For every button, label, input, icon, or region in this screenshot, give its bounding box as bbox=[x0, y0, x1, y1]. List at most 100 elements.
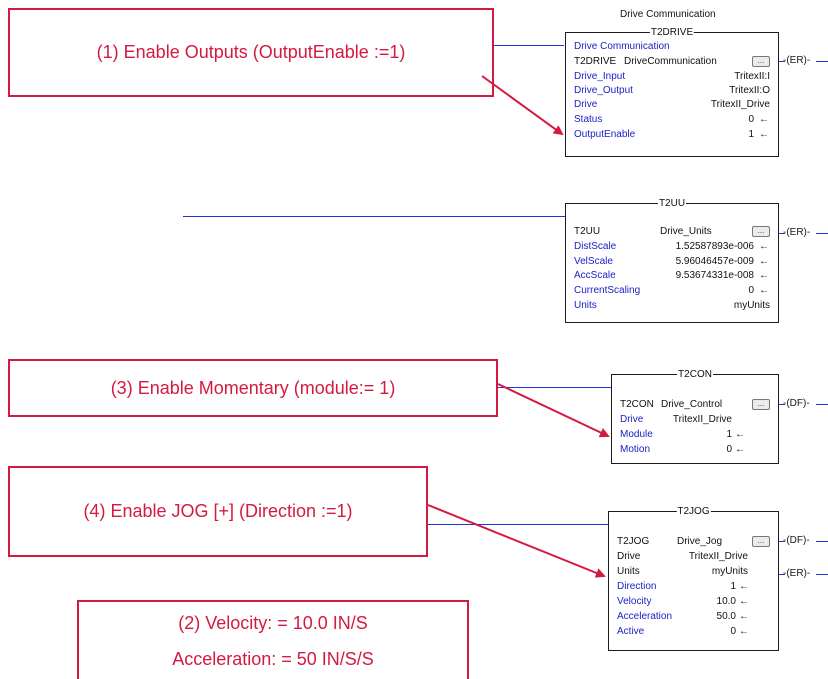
arrow-to-module bbox=[497, 383, 610, 438]
t2drive-param-value: TritexII_Drive bbox=[710, 99, 770, 110]
t2jog-param-value: TritexII_Drive bbox=[688, 551, 748, 562]
t2jog-param-value: 10.0 bbox=[716, 596, 736, 607]
t2uu-coil-wire bbox=[779, 233, 785, 234]
output-arrow-icon: ← bbox=[759, 256, 769, 267]
rung-wire-t2con-out bbox=[816, 404, 828, 405]
output-arrow-icon: ← bbox=[735, 444, 745, 455]
t2jog-param-value: 1 bbox=[730, 581, 736, 592]
t2drive-param-label: Drive bbox=[574, 99, 598, 110]
t2jog-coil-wire-df bbox=[779, 541, 785, 542]
callout-enable-jog-text: (4) Enable JOG [+] (Direction :=1) bbox=[83, 501, 353, 521]
t2con-param-label: Motion bbox=[620, 444, 651, 455]
t2jog-param-label: Drive bbox=[617, 551, 641, 562]
t2drive-block[interactable]: T2DRIVE Drive Communication T2DRIVE Driv… bbox=[565, 26, 779, 157]
t2drive-instr-label: T2DRIVE bbox=[574, 56, 617, 67]
t2jog-er-coil[interactable]: -(ER)- bbox=[783, 568, 811, 579]
t2drive-param-label: Status bbox=[574, 114, 603, 125]
t2con-block-title: T2CON bbox=[677, 368, 713, 381]
t2con-coil-wire bbox=[779, 404, 785, 405]
t2drive-er-coil[interactable]: -(ER)- bbox=[783, 55, 811, 66]
t2jog-param-label: Direction bbox=[617, 581, 657, 592]
t2drive-param-value: 1 bbox=[748, 129, 754, 140]
t2con-param-value: TritexII_Drive bbox=[672, 414, 732, 425]
callout-velocity-text: (2) Velocity: = 10.0 IN/S bbox=[178, 612, 368, 633]
t2uu-param-value: 9.53674331e-008 bbox=[675, 270, 754, 281]
rung-wire-t2jog-out-df bbox=[816, 541, 828, 542]
t2jog-instr-label: T2JOG bbox=[617, 536, 650, 547]
callout-enable-jog: (4) Enable JOG [+] (Direction :=1) bbox=[8, 466, 428, 557]
t2drive-block-title: T2DRIVE bbox=[649, 26, 695, 39]
callout-acceleration-text: Acceleration: = 50 IN/S/S bbox=[172, 648, 374, 669]
output-arrow-icon: ← bbox=[759, 285, 769, 296]
rung-wire-t2uu-in bbox=[183, 216, 565, 217]
arrow-to-direction bbox=[427, 504, 606, 578]
t2con-instr-label: T2CON bbox=[620, 399, 654, 410]
t2jog-param-value: myUnits bbox=[711, 566, 748, 577]
t2jog-param-value: 0 bbox=[730, 626, 736, 637]
output-arrow-icon: ← bbox=[759, 241, 769, 252]
t2drive-coil-wire bbox=[779, 61, 785, 62]
t2jog-df-coil[interactable]: -(DF)- bbox=[783, 535, 810, 546]
arrow-to-outputenable bbox=[481, 75, 564, 136]
t2drive-param-value: TritexII:I bbox=[734, 71, 770, 82]
t2con-df-coil[interactable]: -(DF)- bbox=[783, 398, 810, 409]
t2uu-instr-name: Drive_Units bbox=[660, 226, 712, 237]
output-arrow-icon: ← bbox=[735, 429, 745, 440]
t2jog-instr-name: Drive_Jog bbox=[677, 536, 723, 547]
t2uu-param-label: CurrentScaling bbox=[574, 285, 641, 296]
t2drive-header: Drive Communication bbox=[574, 41, 670, 52]
t2con-ellipsis-button[interactable]: ... bbox=[752, 399, 770, 410]
output-arrow-icon: ← bbox=[739, 626, 749, 637]
rung-wire-t2drive-out bbox=[816, 61, 828, 62]
t2con-instr-name: Drive_Control bbox=[661, 399, 723, 410]
t2con-param-label: Drive bbox=[620, 414, 644, 425]
t2drive-param-label: Drive_Output bbox=[574, 85, 633, 96]
t2jog-param-label: Acceleration bbox=[617, 611, 673, 622]
t2drive-param-label: Drive_Input bbox=[574, 71, 626, 82]
t2con-param-label: Module bbox=[620, 429, 653, 440]
t2jog-coil-wire-er bbox=[779, 574, 785, 575]
t2jog-ellipsis-button[interactable]: ... bbox=[752, 536, 770, 547]
output-arrow-icon: ← bbox=[739, 581, 749, 592]
rung-wire-t2jog-out-er bbox=[816, 574, 828, 575]
t2jog-param-label: Units bbox=[617, 566, 640, 577]
t2uu-param-value: 0 bbox=[748, 285, 754, 296]
t2uu-param-label: VelScale bbox=[574, 256, 613, 267]
rung-wire-t2jog-in bbox=[428, 524, 608, 525]
t2drive-param-label: OutputEnable bbox=[574, 129, 636, 140]
t2drive-ellipsis-button[interactable]: ... bbox=[752, 56, 770, 67]
rung-wire-t2con-in bbox=[498, 387, 611, 388]
t2jog-block[interactable]: T2JOG T2JOG Drive_Jog ... Drive TritexII_… bbox=[608, 505, 779, 651]
callout-enable-outputs: (1) Enable Outputs (OutputEnable :=1) bbox=[8, 8, 494, 97]
t2uu-instr-label: T2UU bbox=[574, 226, 601, 237]
t2uu-param-label: DistScale bbox=[574, 241, 617, 252]
rung-wire-t2uu-out bbox=[816, 233, 828, 234]
t2drive-param-value: TritexII:O bbox=[729, 85, 770, 96]
t2jog-param-label: Active bbox=[617, 626, 645, 637]
t2uu-param-value: myUnits bbox=[733, 300, 770, 311]
t2uu-param-label: AccScale bbox=[574, 270, 616, 281]
t2con-block[interactable]: T2CON T2CON Drive_Control ... Drive Trite… bbox=[611, 368, 779, 464]
callout-enable-outputs-text: (1) Enable Outputs (OutputEnable :=1) bbox=[96, 42, 406, 62]
rung-wire-t2drive-in bbox=[494, 45, 564, 46]
output-arrow-icon: ← bbox=[739, 596, 749, 607]
t2jog-block-title: T2JOG bbox=[676, 505, 711, 518]
t2uu-block-title: T2UU bbox=[657, 197, 687, 210]
output-arrow-icon: ← bbox=[739, 611, 749, 622]
t2drive-instr-name: DriveCommunication bbox=[624, 56, 717, 67]
output-arrow-icon: ← bbox=[759, 114, 769, 125]
t2con-param-value: 1 bbox=[726, 429, 732, 440]
t2jog-param-value: 50.0 bbox=[716, 611, 736, 622]
callout-enable-momentary: (3) Enable Momentary (module:= 1) bbox=[8, 359, 498, 417]
output-arrow-icon: ← bbox=[759, 270, 769, 281]
t2uu-er-coil[interactable]: -(ER)- bbox=[783, 227, 811, 238]
t2uu-ellipsis-button[interactable]: ... bbox=[752, 226, 770, 237]
t2con-param-value: 0 bbox=[726, 444, 732, 455]
t2drive-outer-title: Drive Communication bbox=[620, 9, 716, 20]
t2jog-param-label: Velocity bbox=[617, 596, 652, 607]
output-arrow-icon: ← bbox=[759, 129, 769, 140]
t2uu-param-label: Units bbox=[574, 300, 597, 311]
t2drive-param-value: 0 bbox=[748, 114, 754, 125]
